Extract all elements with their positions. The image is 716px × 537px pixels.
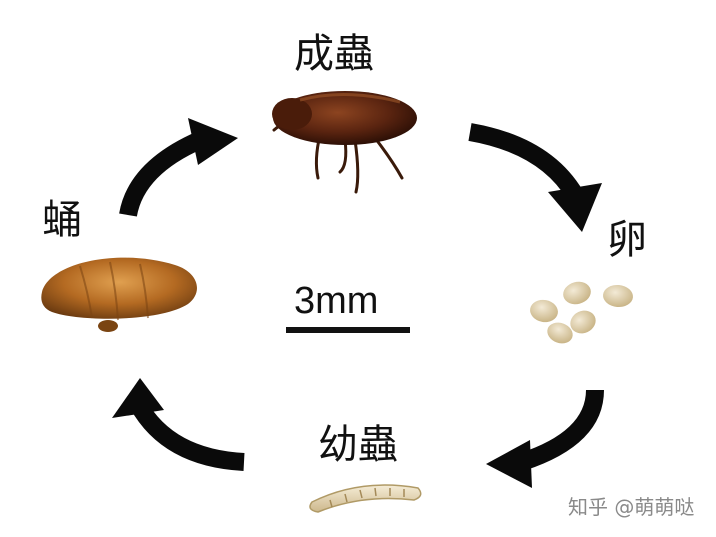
scale-bar-label: 3mm [294, 280, 379, 322]
watermark: 知乎 @萌萌哒 [568, 495, 695, 519]
pupa-image [41, 257, 197, 332]
arrow-larva-to-pupa [112, 378, 245, 471]
larva-image [309, 484, 422, 513]
eggs-image [530, 281, 633, 344]
arrow-pupa-to-adult [119, 118, 238, 217]
pupa-stage-label: 蛹 [42, 197, 82, 243]
adult-stage-label: 成蟲 [294, 31, 374, 77]
arrow-adult-to-egg [468, 123, 602, 232]
egg-stage-label: 卵 [607, 217, 647, 263]
scale-bar-line [286, 327, 410, 333]
arrow-egg-to-larva [486, 389, 604, 488]
adult-flea-image [272, 91, 417, 194]
larva-stage-label: 幼蟲 [318, 422, 398, 468]
